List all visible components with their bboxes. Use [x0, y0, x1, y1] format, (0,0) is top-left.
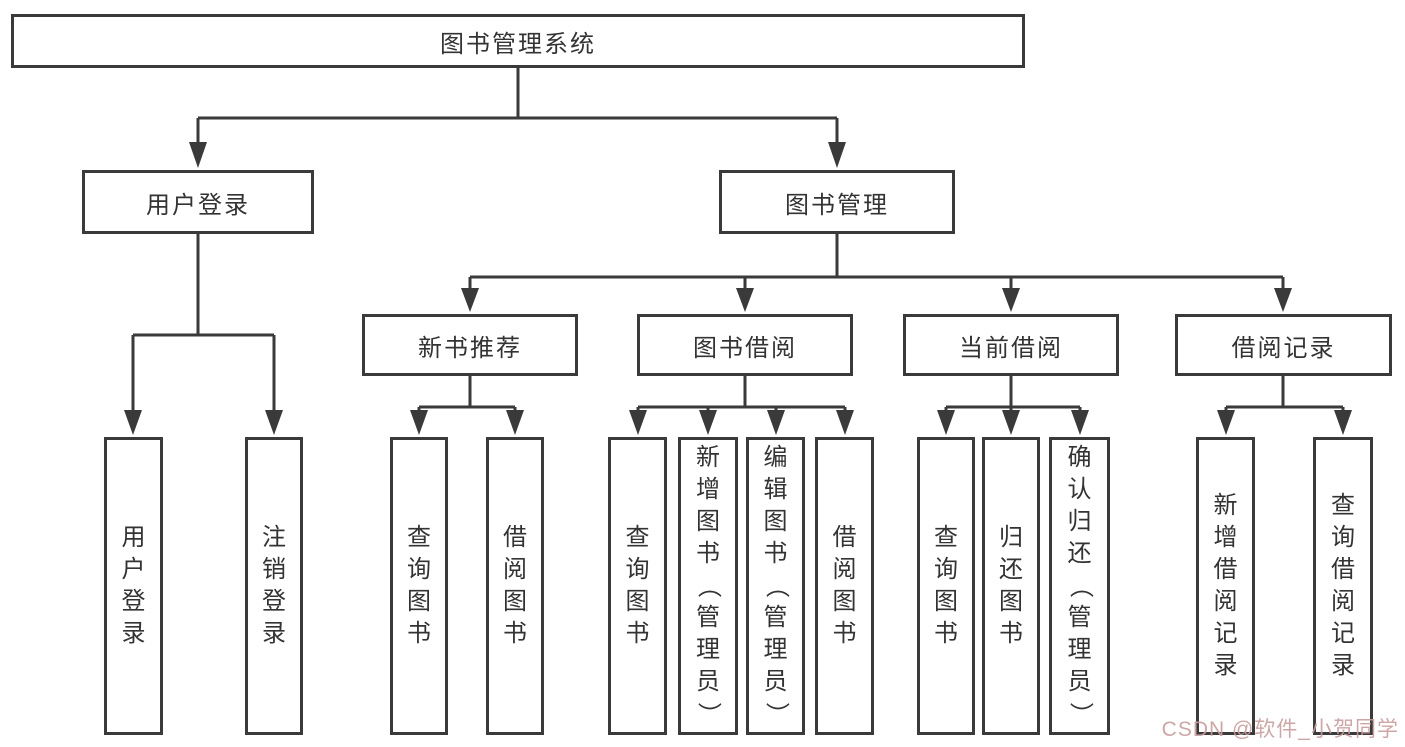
node-borrow-record: 借阅记录 — [1175, 314, 1392, 376]
vertical-char: 录 — [262, 620, 286, 647]
vertical-char: 书 — [832, 620, 857, 647]
vertical-char: 认 — [1067, 476, 1092, 503]
vertical-char: 借 — [832, 524, 857, 551]
vertical-char: 户 — [121, 556, 146, 583]
vertical-char: 员 — [763, 668, 788, 695]
vertical-char: ） — [1066, 702, 1094, 726]
vertical-char: 员 — [1067, 668, 1092, 695]
vertical-char: 书 — [999, 620, 1023, 647]
vertical-char: 管 — [763, 604, 788, 631]
leaf-borrow-books: 借阅图书 — [486, 437, 544, 735]
vertical-char: 书 — [503, 620, 527, 647]
leaf-borrow-books: 借阅图书 — [815, 437, 874, 735]
vertical-char: 查 — [407, 524, 431, 551]
leaf-user-login: 用户登录 — [104, 437, 163, 735]
vertical-char: 书 — [763, 540, 788, 567]
vertical-char: 阅 — [1331, 588, 1355, 615]
vertical-char: 理 — [1067, 636, 1092, 663]
leaf-query-books: 查询图书 — [608, 437, 667, 735]
vertical-char: 新 — [696, 444, 720, 471]
vertical-char: 登 — [262, 588, 286, 615]
vertical-char: ） — [762, 702, 790, 726]
vertical-char: 图 — [832, 588, 857, 615]
vertical-char: 录 — [121, 620, 146, 647]
node-label: 当前借阅 — [959, 334, 1063, 362]
leaf-confirm-return-admin: 确认归还 （ 管理员 ） — [1049, 437, 1110, 735]
leaf-return-books: 归还图书 — [982, 437, 1040, 735]
vertical-char: 辑 — [763, 476, 788, 503]
node-new-book-recommend: 新书推荐 — [362, 314, 578, 376]
leaf-logout: 注销登录 — [245, 437, 303, 735]
vertical-char: 阅 — [503, 556, 527, 583]
node-user-login: 用户登录 — [82, 170, 314, 234]
vertical-char: 阅 — [832, 556, 857, 583]
vertical-char: 编 — [763, 444, 788, 471]
vertical-char: 借 — [1213, 556, 1238, 583]
vertical-char: 图 — [625, 588, 650, 615]
node-root-system: 图书管理系统 — [11, 14, 1025, 68]
vertical-char: 还 — [1067, 540, 1092, 567]
vertical-char: 书 — [625, 620, 650, 647]
vertical-char: 查 — [934, 524, 958, 551]
vertical-char: 登 — [121, 588, 146, 615]
vertical-char: （ — [695, 574, 722, 598]
vertical-char: 图 — [503, 588, 527, 615]
vertical-char: 用 — [121, 524, 146, 551]
vertical-char: 询 — [1331, 524, 1355, 551]
vertical-char: 员 — [696, 668, 720, 695]
vertical-char: 记 — [1213, 620, 1238, 647]
vertical-char: 图 — [407, 588, 431, 615]
leaf-query-books: 查询图书 — [390, 437, 448, 735]
vertical-char: 书 — [407, 620, 431, 647]
vertical-char: 归 — [1067, 508, 1092, 535]
leaf-query-books: 查询图书 — [917, 437, 975, 735]
node-current-borrow: 当前借阅 — [903, 314, 1119, 376]
vertical-char: 书 — [934, 620, 958, 647]
vertical-char: 录 — [1213, 652, 1238, 679]
vertical-char: 增 — [696, 476, 720, 503]
node-label: 借阅记录 — [1231, 334, 1336, 362]
vertical-char: 理 — [696, 636, 720, 663]
vertical-char: 书 — [696, 540, 720, 567]
leaf-add-borrow-record: 新增借阅记录 — [1196, 437, 1255, 735]
node-book-management: 图书管理 — [719, 170, 955, 234]
vertical-char: 借 — [1331, 556, 1355, 583]
vertical-char: 查 — [625, 524, 650, 551]
vertical-char: 确 — [1067, 444, 1092, 471]
leaf-add-books-admin: 新增图书 （ 管理员 ） — [678, 437, 738, 735]
leaf-edit-books-admin: 编辑图书 （ 管理员 ） — [746, 437, 805, 735]
vertical-char: 销 — [262, 556, 286, 583]
csdn-watermark: CSDN @软件_小贺同学 — [1161, 718, 1399, 741]
vertical-char: 管 — [1067, 604, 1092, 631]
vertical-char: 注 — [262, 524, 286, 551]
vertical-char: 还 — [999, 556, 1023, 583]
vertical-char: 询 — [625, 556, 650, 583]
vertical-char: 查 — [1331, 492, 1355, 519]
vertical-char: 录 — [1331, 652, 1355, 679]
vertical-char: 记 — [1331, 620, 1355, 647]
vertical-char: （ — [1066, 574, 1094, 598]
node-label: 用户登录 — [146, 191, 250, 219]
vertical-char: 询 — [934, 556, 958, 583]
vertical-char: 图 — [696, 508, 720, 535]
node-label: 新书推荐 — [418, 334, 522, 362]
vertical-char: 新 — [1213, 492, 1238, 519]
node-book-borrow: 图书借阅 — [637, 314, 853, 376]
vertical-char: 归 — [999, 524, 1023, 551]
vertical-char: 图 — [934, 588, 958, 615]
vertical-char: 借 — [503, 524, 527, 551]
node-label: 图书管理 — [785, 191, 889, 219]
vertical-char: ） — [695, 702, 722, 726]
vertical-char: 询 — [407, 556, 431, 583]
leaf-query-borrow-record: 查询借阅记录 — [1313, 437, 1373, 735]
vertical-char: 管 — [696, 604, 720, 631]
node-label: 图书管理系统 — [440, 30, 596, 58]
vertical-char: 增 — [1213, 524, 1238, 551]
vertical-char: 阅 — [1213, 588, 1238, 615]
vertical-char: 图 — [763, 508, 788, 535]
vertical-char: （ — [762, 574, 790, 598]
vertical-char: 理 — [763, 636, 788, 663]
node-label: 图书借阅 — [693, 334, 797, 362]
vertical-char: 图 — [999, 588, 1023, 615]
